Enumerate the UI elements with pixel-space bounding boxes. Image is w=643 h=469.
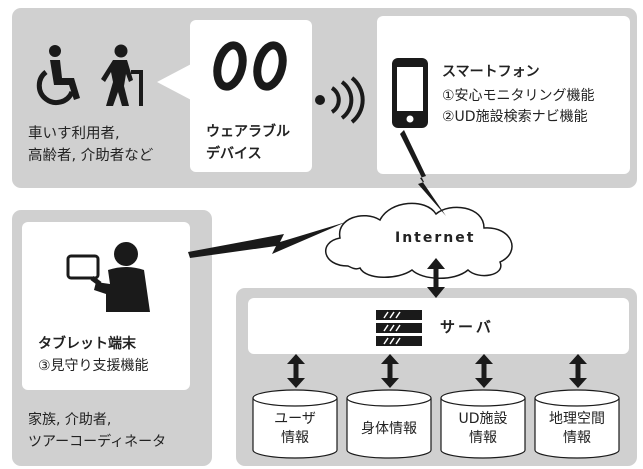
tablet-title: タブレット端末 <box>38 336 136 352</box>
database-cylinder-icon <box>252 389 338 459</box>
smartphone-feature-1: ①安心モニタリング機能 <box>442 88 595 104</box>
wearable-label-line2: デバイス <box>206 146 262 162</box>
internet-label: Internet <box>395 230 476 246</box>
database-label-line: ユーザ <box>274 411 316 427</box>
database-label-line: 情報 <box>469 430 497 446</box>
database-cylinder-icon <box>534 389 620 459</box>
users-label-line1: 車いす利用者, <box>28 126 120 142</box>
double-arrow-icon <box>427 258 445 298</box>
smartphone-feature-2: ②UD施設検索ナビ機能 <box>442 109 588 125</box>
database-cylinder-icon <box>346 389 432 459</box>
double-arrow-icon <box>569 354 587 388</box>
tablet-feature: ③見守り支援機能 <box>38 358 149 374</box>
users-label-line2: 高齢者, 介助者など <box>28 148 154 164</box>
server-icon <box>376 310 422 346</box>
smartphone-title: スマートフォン <box>442 64 540 80</box>
wearable-card <box>190 20 312 172</box>
double-arrow-icon <box>381 354 399 388</box>
server-label: サーバ <box>440 318 494 336</box>
lightning-link-icon <box>188 222 346 258</box>
elderly-person-icon <box>101 44 143 106</box>
database-label-line: 身体情報 <box>361 421 417 437</box>
database-cylinder-icon <box>440 389 526 459</box>
database-label-body: 身体情報 <box>345 420 433 439</box>
database-label-ud-facility: UD施設 情報 <box>439 410 527 448</box>
database-label-user: ユーザ 情報 <box>251 410 339 448</box>
caregivers-label-line1: 家族, 介助者, <box>28 412 112 428</box>
wearable-label-line1: ウェアラブル <box>206 124 290 140</box>
double-arrow-icon <box>475 354 493 388</box>
cloud-icon <box>324 202 513 279</box>
database-label-geospatial: 地理空間 情報 <box>533 410 621 448</box>
tablet-user-icon <box>66 242 150 312</box>
double-arrow-icon <box>287 354 305 388</box>
wheelchair-user-icon <box>36 45 80 106</box>
database-label-line: UD施設 <box>458 411 508 427</box>
database-label-line: 情報 <box>281 430 309 446</box>
caregivers-label-line2: ツアーコーディネータ <box>28 434 167 450</box>
wearable-rings-icon <box>213 41 287 91</box>
server-card <box>248 298 629 354</box>
database-label-line: 地理空間 <box>549 411 605 427</box>
lightning-link-icon <box>400 130 446 216</box>
wearable-card-pointer <box>157 62 195 102</box>
database-label-line: 情報 <box>563 430 591 446</box>
smartphone-icon <box>392 58 428 128</box>
wireless-signal-icon <box>315 76 365 124</box>
